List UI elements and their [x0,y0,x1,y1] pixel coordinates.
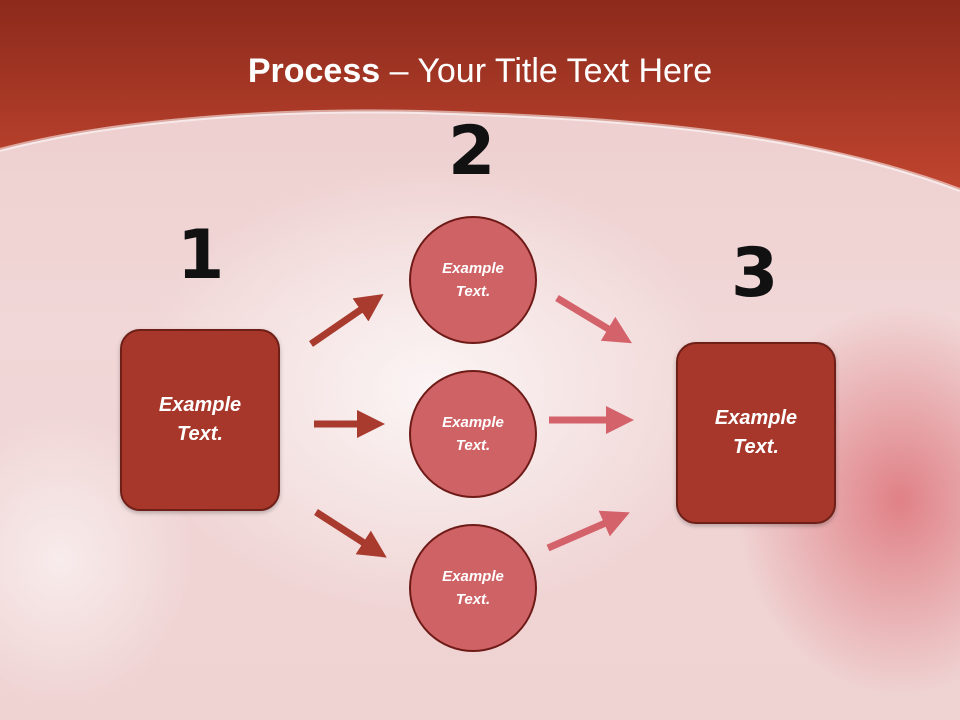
left-box: Example Text. [120,329,280,511]
arrow-to-top [309,294,384,347]
circle-bottom-label: Example Text. [442,568,504,608]
title-bold: Process [247,52,381,90]
left-box-label: Example Text. [158,394,242,445]
step-number-1: 1 [177,216,225,295]
slide-title: Process – Your Title Text Here [0,52,960,91]
arrow-from-bottom [546,510,630,552]
circle-middle-label: Example Text. [442,414,504,454]
circle-bottom: Example Text. [409,524,537,652]
circle-top: Example Text. [409,216,537,344]
step-number-2: 2 [448,112,496,191]
right-box-label: Example Text. [714,407,798,458]
right-box: Example Text. [676,342,836,524]
header-banner [0,0,960,192]
title-rest: – Your Title Text Here [380,52,713,90]
arrow-from-top [555,295,632,344]
circle-middle: Example Text. [409,370,537,498]
arrow-to-bottom [314,509,387,558]
circle-top-label: Example Text. [442,260,504,300]
step-number-3: 3 [731,234,779,313]
